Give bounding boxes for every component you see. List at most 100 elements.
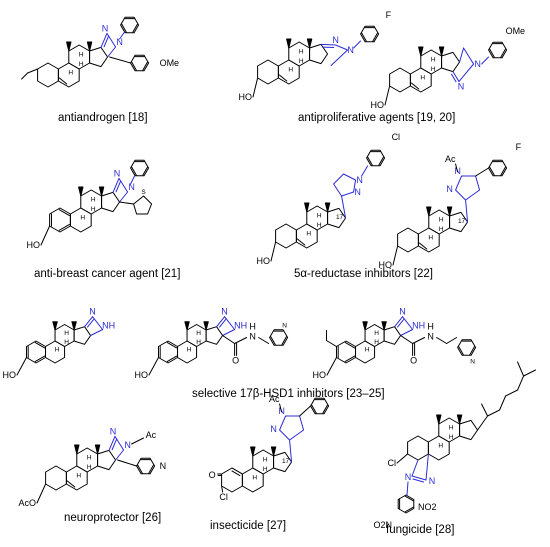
h-label: H (439, 216, 444, 223)
atom-label: N (429, 476, 436, 486)
ring-a-aromatic (336, 341, 355, 363)
atom-label: HO (3, 370, 17, 380)
h-label: H (91, 196, 96, 203)
bond (459, 64, 474, 82)
ring-d (460, 420, 478, 439)
atom-label: S (141, 189, 146, 196)
atom-label: AcO (18, 498, 36, 508)
bond (107, 33, 116, 47)
ring-d (90, 47, 108, 66)
pyrazole-ring (334, 174, 356, 196)
h-label: H (263, 456, 268, 463)
atom-label: N (405, 472, 412, 482)
atom-label: Cl (219, 492, 228, 502)
bond (518, 362, 524, 376)
atom-label: N (102, 23, 109, 33)
caption-insecticide: insecticide [27] (210, 520, 286, 532)
h-label: H (431, 66, 436, 73)
bond (437, 338, 447, 344)
h-label: H (439, 226, 444, 233)
atom-label: HO (239, 92, 253, 102)
bond (385, 86, 390, 105)
h-label: H (420, 74, 425, 81)
double-bond (67, 481, 74, 487)
h-label: H (431, 56, 436, 63)
caption-5alpha-reductase: 5α-reductase inhibitors [22] (294, 268, 433, 280)
atom-label: N (124, 440, 131, 450)
h-label: H (91, 206, 96, 213)
bond (220, 320, 226, 328)
atom-label: N (354, 187, 361, 197)
methoxyphenyl-ring (131, 55, 149, 71)
bond (482, 57, 489, 64)
h-label: H (263, 466, 268, 473)
phenyl-ring (121, 17, 139, 33)
atom-label: N (399, 307, 406, 317)
h-label: H (80, 214, 85, 221)
atom-label: N (470, 359, 475, 366)
atom-label: O (209, 470, 216, 480)
h-label: H (55, 346, 60, 353)
h-label: H (317, 212, 322, 219)
ring-a-aromatic (26, 341, 45, 363)
ring-a (38, 63, 59, 87)
bond (447, 338, 457, 344)
ring-a-aromatic (50, 208, 71, 232)
bond (336, 45, 348, 50)
bond (120, 202, 134, 204)
bond (232, 468, 242, 474)
ring-d (74, 327, 91, 345)
bond (331, 50, 348, 66)
bond (259, 338, 269, 344)
bond (354, 41, 361, 48)
double-bond (297, 239, 304, 245)
h-label: H (187, 346, 192, 353)
h-label: H (449, 424, 454, 431)
ring-a-aromatic (158, 341, 177, 363)
atom-label: N (128, 182, 135, 192)
bond (41, 226, 50, 245)
bond (235, 338, 247, 344)
bond (22, 73, 28, 79)
bond (464, 48, 474, 64)
h-label: H (438, 442, 443, 449)
bond (113, 178, 119, 192)
bond (118, 460, 137, 466)
bond (93, 317, 103, 330)
atom-label: NH (412, 321, 425, 331)
bond (413, 338, 425, 344)
h-label: H (288, 66, 293, 73)
bond (149, 358, 158, 376)
h-label: H (64, 339, 69, 346)
bond (271, 242, 276, 261)
bond (488, 410, 500, 416)
bond (362, 166, 368, 176)
atom-label: Ac (445, 154, 456, 164)
atom-label: N (114, 168, 121, 178)
bond (300, 406, 311, 416)
h-label: H (374, 339, 379, 346)
h-label: H (87, 464, 92, 471)
bond (253, 78, 258, 97)
atom-label: N (356, 175, 363, 185)
pyridine-ring (137, 458, 155, 474)
atom-label: N (332, 35, 339, 45)
bond (524, 370, 536, 376)
caption-fungicide: fungicide [28] (386, 524, 454, 536)
pyridine-ring (270, 330, 288, 346)
ring-a (222, 468, 243, 492)
h-label: H (299, 48, 304, 55)
atom-label: N (446, 184, 453, 194)
bond (91, 330, 103, 336)
bond (401, 336, 413, 344)
ring-a (46, 466, 67, 490)
caption-neuroprotector: neuroprotector [26] (64, 512, 161, 524)
ring-a (398, 228, 419, 252)
h-label: H (196, 339, 201, 346)
atom-label: N (427, 332, 434, 342)
bond (132, 438, 144, 444)
bond (326, 341, 336, 347)
bond (119, 178, 128, 192)
atom-label: OMe (506, 26, 526, 36)
